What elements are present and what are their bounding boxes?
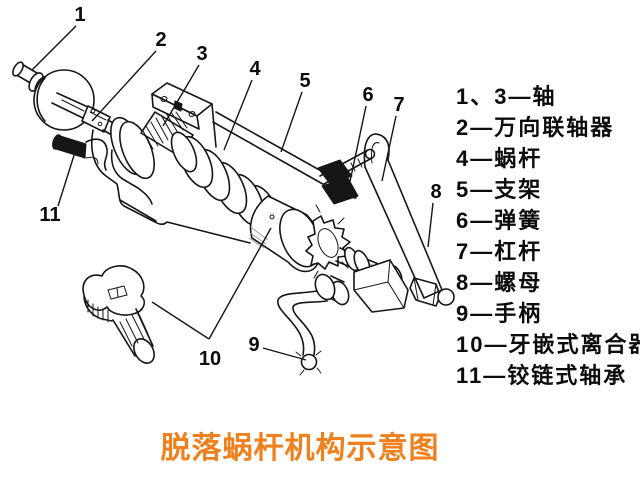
part-label-6: 6 bbox=[362, 84, 373, 106]
leader-line-10 bbox=[208, 227, 272, 340]
leader-line-8 bbox=[427, 202, 434, 248]
part-label-9: 9 bbox=[248, 334, 259, 356]
figure-caption: 脱落蜗杆机构示意图 bbox=[160, 432, 440, 465]
leader-line-10 bbox=[151, 301, 210, 340]
leader-line-9 bbox=[262, 347, 307, 361]
part-label-1: 1 bbox=[74, 4, 85, 26]
part-label-4: 4 bbox=[249, 58, 261, 80]
worm bbox=[170, 131, 281, 238]
parts-legend: 1、3—轴 2—万向联轴器 4—蜗杆 5—支架 6—弹簧 7—杠杆 8—螺母 9… bbox=[456, 81, 640, 391]
part-label-8: 8 bbox=[430, 181, 441, 203]
part-label-2: 2 bbox=[155, 29, 166, 51]
legend-item-6: 6—弹簧 bbox=[456, 208, 543, 233]
part-label-10: 10 bbox=[199, 348, 221, 370]
legend-item-9: 9—手柄 bbox=[456, 301, 543, 326]
legend-item-7: 7—杠杆 bbox=[456, 239, 543, 264]
leader-line-6 bbox=[347, 105, 367, 192]
part-label-7: 7 bbox=[393, 94, 404, 116]
leader-line-4 bbox=[223, 79, 253, 151]
legend-item-5: 5—支架 bbox=[456, 177, 543, 202]
legend-item-11: 11—铰链式轴承 bbox=[456, 363, 628, 388]
legend-item-4: 4—蜗杆 bbox=[456, 146, 543, 171]
part-label-11: 11 bbox=[39, 204, 60, 226]
leader-line-11 bbox=[57, 148, 77, 207]
jaw-clutch-piece bbox=[82, 265, 155, 364]
coupling-disc bbox=[33, 69, 95, 131]
leader-line-5 bbox=[280, 91, 303, 153]
flange-collar bbox=[110, 116, 155, 180]
legend-item-8: 8—螺母 bbox=[456, 270, 543, 295]
legend-item-1-3: 1、3—轴 bbox=[456, 84, 557, 109]
part-label-3: 3 bbox=[196, 43, 207, 65]
crank-handle bbox=[277, 273, 350, 376]
mounting-foot bbox=[353, 259, 409, 313]
support-yoke bbox=[90, 129, 251, 244]
hinged-bearing bbox=[52, 134, 108, 171]
legend-item-10: 10—牙嵌式离合器 bbox=[456, 332, 640, 357]
leader-line-7 bbox=[381, 115, 397, 182]
clutch-teeth bbox=[305, 204, 351, 279]
part-label-5: 5 bbox=[299, 70, 310, 92]
leader-line-2 bbox=[91, 50, 157, 122]
leader-line-3 bbox=[162, 64, 200, 127]
leader-line-1 bbox=[31, 25, 77, 71]
legend-item-2: 2—万向联轴器 bbox=[456, 115, 615, 140]
